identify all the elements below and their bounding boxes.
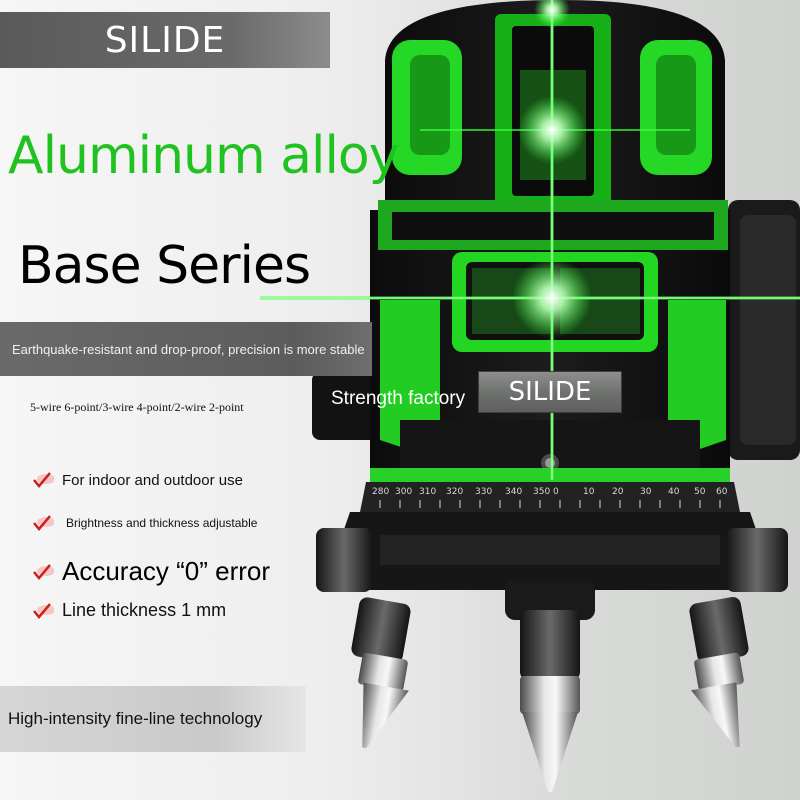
feature-text: Line thickness 1 mm xyxy=(62,600,227,620)
check-icon xyxy=(32,513,54,533)
device-logo-plate: SILIDE xyxy=(478,371,622,413)
check-icon xyxy=(32,562,54,582)
check-icon xyxy=(32,470,54,490)
scale-mark: 350 xyxy=(533,487,550,497)
brand-name: SILIDE xyxy=(104,19,226,61)
scale-mark: 20 xyxy=(612,487,624,497)
bottom-banner-text: High-intensity fine-line technology xyxy=(8,709,263,728)
scale-mark: 50 xyxy=(694,487,706,497)
headline-aluminum-alloy: Aluminum alloy xyxy=(8,126,400,186)
feature-item: Accuracy “0” error xyxy=(32,556,270,587)
device-logo: SILIDE xyxy=(508,377,592,407)
scale-mark: 340 xyxy=(505,487,522,497)
feature-item: For indoor and outdoor use xyxy=(32,470,243,490)
feature-text: For indoor and outdoor use xyxy=(62,471,243,489)
headline-base-series: Base Series xyxy=(18,236,311,296)
scale-mark: 40 xyxy=(668,487,680,497)
check-icon xyxy=(32,601,54,621)
strength-factory-text: Strength factory xyxy=(331,388,466,409)
wire-options-text: 5-wire 6-point/3-wire 4-point/2-wire 2-p… xyxy=(30,400,244,414)
feature-text: Brightness and thickness adjustable xyxy=(66,516,258,530)
scale-mark: 30 xyxy=(640,487,652,497)
feature-item: Brightness and thickness adjustable xyxy=(32,513,257,533)
scale-mark: 10 xyxy=(583,487,595,497)
scale-mark: 300 xyxy=(395,487,412,497)
scale-mark: 0 xyxy=(553,487,559,497)
feature-item: Line thickness 1 mm xyxy=(32,600,226,621)
feature-text: Accuracy “0” error xyxy=(62,556,271,586)
tagline-strip: Earthquake-resistant and drop-proof, pre… xyxy=(0,322,372,376)
scale-mark: 330 xyxy=(475,487,492,497)
tagline-text: Earthquake-resistant and drop-proof, pre… xyxy=(12,341,365,357)
bottom-banner: High-intensity fine-line technology xyxy=(0,686,306,752)
scale-mark: 60 xyxy=(716,487,728,497)
scale-mark: 320 xyxy=(446,487,463,497)
brand-banner: SILIDE xyxy=(0,12,330,68)
degree-scale: 280 300 310 320 330 340 350 0 10 20 30 4… xyxy=(372,487,728,497)
scale-mark: 310 xyxy=(419,487,436,497)
scale-mark: 280 xyxy=(372,487,389,497)
